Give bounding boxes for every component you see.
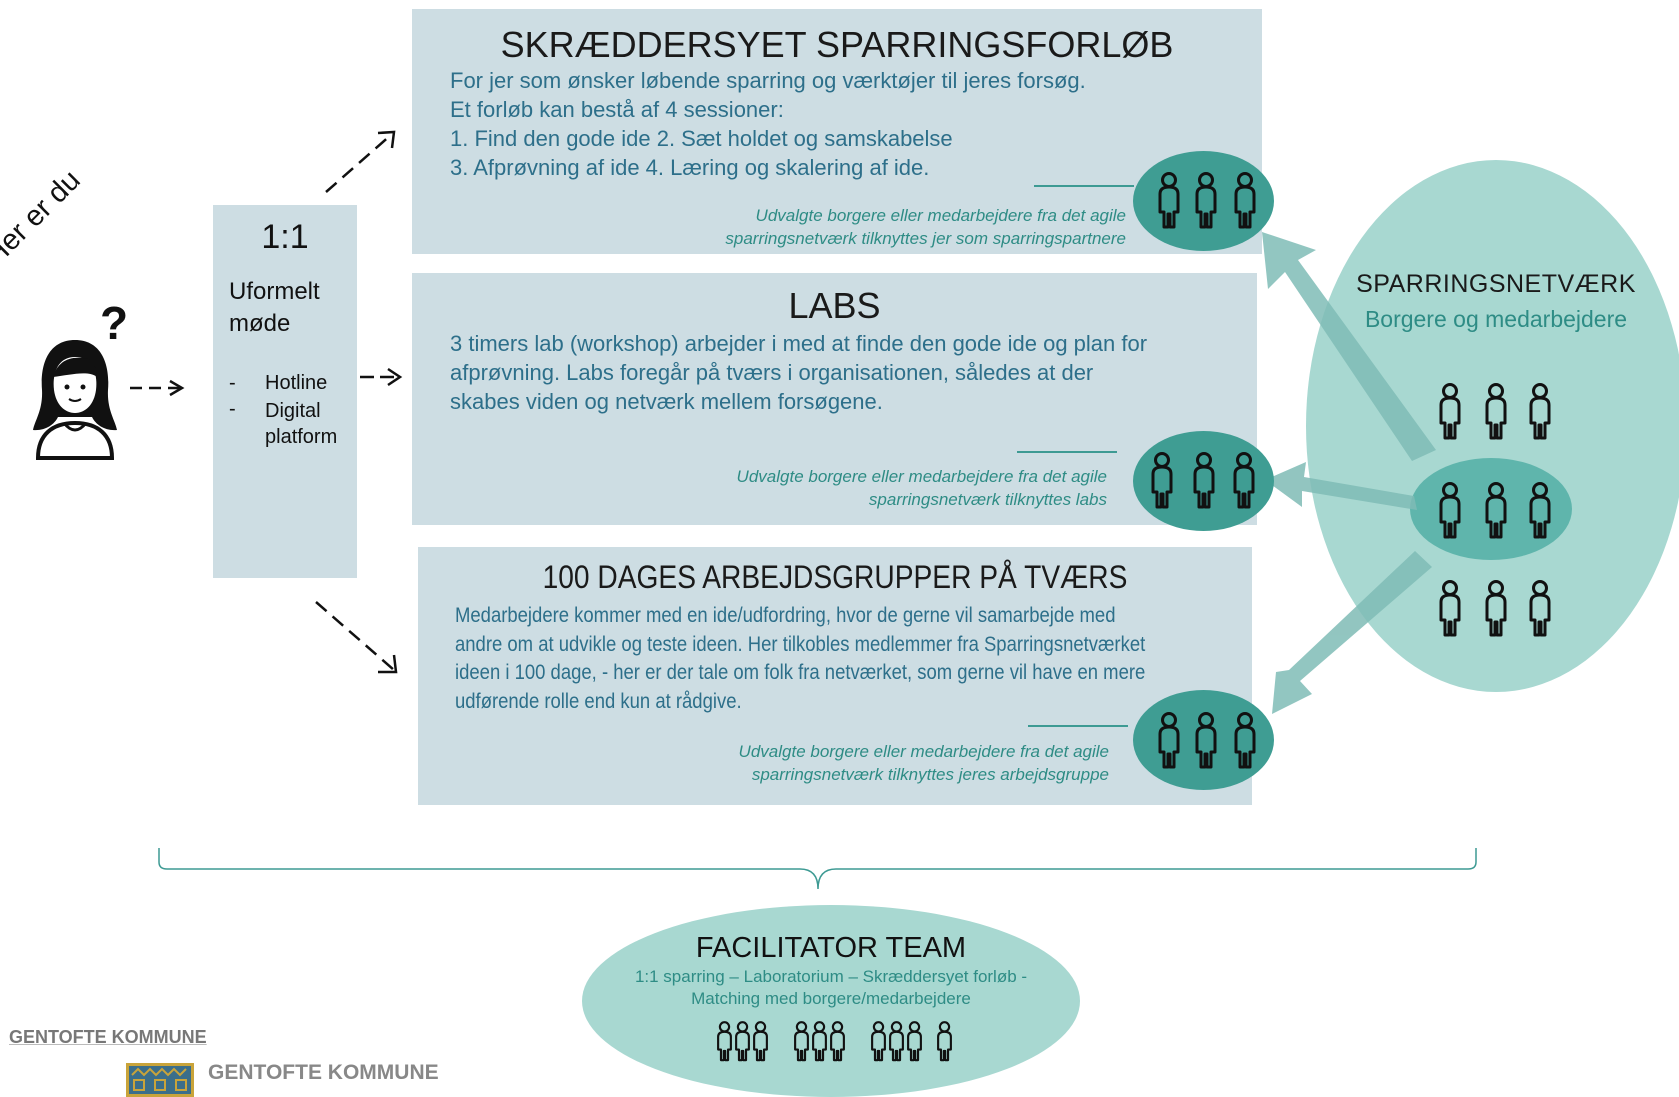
person-icon — [937, 1021, 952, 1062]
person-icon — [753, 1021, 768, 1062]
person-icon — [794, 1021, 809, 1062]
facilitator-title: FACILITATOR TEAM — [695, 932, 967, 964]
panel-sparring-line: 1. Find den gode ide 2. Sæt holdet og sa… — [450, 126, 953, 151]
person-icon — [1234, 172, 1256, 229]
person-icon — [33, 340, 117, 460]
panel-sparring-line: Et forløb kan bestå af 4 sessioner: — [450, 97, 784, 122]
person-icon — [1439, 383, 1461, 440]
logo-icon — [126, 1063, 194, 1097]
person-icon — [812, 1021, 827, 1062]
person-icon — [1158, 712, 1180, 769]
people-group-icon — [1133, 690, 1274, 790]
arrow-icon — [360, 367, 403, 387]
panel-sparring-line: For jer som ønsker løbende sparring og v… — [450, 68, 1086, 93]
brace-icon — [158, 848, 1477, 890]
person-icon — [1195, 172, 1217, 229]
network-subtitle: Borgere og medarbejdere — [1364, 306, 1628, 332]
panel-workgroups-body: Medarbejdere kommer med en ide/udfordrin… — [455, 602, 1145, 716]
person-icon — [1193, 452, 1215, 509]
panel-workgroups-title: 100 DAGES ARBEJDSGRUPPER PÅ TVÆRS — [542, 559, 1128, 595]
person-icon — [1485, 580, 1507, 637]
arrow-icon — [325, 130, 396, 193]
panel-sparring-note-line: Udvalgte borgere eller medarbejdere fra … — [755, 206, 1126, 225]
person-icon — [1439, 580, 1461, 637]
panel-labs-body: 3 timers lab (workshop) arbejder i med a… — [450, 329, 1147, 416]
panel-workgroups-line: andre om at udvikle og teste ideen. Her … — [455, 632, 1146, 656]
panel-labs-note: Udvalgte borgere eller medarbejdere fra … — [737, 465, 1107, 511]
panel-workgroups-note: Udvalgte borgere eller medarbejdere fra … — [739, 740, 1109, 786]
arrow-icon — [315, 601, 398, 674]
one-to-one-bullet-2: - — [229, 398, 236, 420]
person-icon — [1529, 383, 1551, 440]
panel-labs-line: skabes viden og netværk mellem forsøgene… — [450, 389, 883, 414]
question-mark: ? — [100, 297, 129, 349]
divider — [1028, 725, 1128, 727]
panel-sparring-title: SKRÆDDERSYET SPARRINGSFORLØB — [500, 24, 1174, 65]
panel-sparring-line: 3. Afprøvning af ide 4. Læring og skaler… — [450, 155, 930, 180]
panel-labs-line: 3 timers lab (workshop) arbejder i med a… — [450, 331, 1148, 356]
panel-workgroups-note-line: sparringsnetværk tilknyttes jeres arbejd… — [751, 765, 1109, 784]
one-to-one-title: 1:1 — [261, 218, 309, 256]
divider — [1017, 451, 1117, 453]
person-icon — [1158, 172, 1180, 229]
people-group-icon — [1133, 431, 1274, 531]
one-to-one-box — [213, 205, 357, 578]
person-icon — [1195, 712, 1217, 769]
facilitator-line-2: Matching med borgere/medarbejdere — [691, 989, 971, 1008]
one-to-one-item-hotline: Hotline — [265, 372, 328, 394]
panel-workgroups-line: Medarbejdere kommer med en ide/udfordrin… — [455, 604, 1116, 627]
network-core-ellipse — [1410, 458, 1572, 560]
panel-labs-note-line: sparringsnetværk tilknyttes labs — [868, 490, 1107, 509]
panel-sparring: SKRÆDDERSYET SPARRINGSFORLØB For jer som… — [412, 9, 1262, 254]
panel-workgroups-line: ideen i 100 dage, - her er der tale om f… — [455, 661, 1146, 684]
person-icon — [1151, 452, 1173, 509]
person-icon — [1439, 482, 1461, 539]
arrow-icon — [130, 379, 185, 397]
person-icon — [1234, 712, 1256, 769]
panel-labs: LABS 3 timers lab (workshop) arbejder i … — [412, 273, 1257, 525]
person-icon — [830, 1021, 845, 1062]
panel-sparring-note: Udvalgte borgere eller medarbejdere fra … — [725, 204, 1126, 250]
facilitator-line-1: 1:1 sparring – Laboratorium – Skræddersy… — [634, 967, 1028, 986]
network-title: SPARRINGSNETVÆRK — [1356, 270, 1636, 298]
logo-text-top: GENTOFTE KOMMUNE — [9, 1027, 207, 1047]
panel-labs-line: afprøvning. Labs foregår på tværs i orga… — [450, 360, 1094, 385]
panel-workgroups-line: udførende rolle end kun at rådgive. — [455, 689, 742, 713]
one-to-one-bullet-1: - — [229, 372, 236, 394]
one-to-one-item-digital-text: Digital platform — [265, 400, 338, 448]
one-to-one-item-digital: Digital platform — [265, 398, 355, 450]
person-icon — [1485, 383, 1507, 440]
people-group-icon — [1133, 151, 1274, 251]
logo-text-bottom: GENTOFTE KOMMUNE — [208, 1061, 439, 1084]
panel-workgroups: 100 DAGES ARBEJDSGRUPPER PÅ TVÆRS Medarb… — [418, 547, 1252, 805]
one-to-one-subtitle-1: Uformelt — [229, 278, 320, 305]
divider — [1034, 185, 1134, 187]
panel-labs-note-line: Udvalgte borgere eller medarbejdere fra … — [736, 467, 1107, 486]
person-icon — [1233, 452, 1255, 509]
person-icon — [717, 1021, 732, 1062]
person-icon — [907, 1021, 922, 1062]
person-icon — [1529, 482, 1551, 539]
person-icon — [871, 1021, 886, 1062]
one-to-one-subtitle-2: møde — [229, 310, 291, 337]
person-icon — [735, 1021, 750, 1062]
person-icon — [889, 1021, 904, 1062]
facilitator-ellipse — [582, 905, 1080, 1097]
person-icon — [1485, 482, 1507, 539]
panel-workgroups-note-line: Udvalgte borgere eller medarbejdere fra … — [738, 742, 1109, 761]
panel-sparring-body: For jer som ønsker løbende sparring og v… — [450, 66, 1086, 182]
panel-sparring-note-line: sparringsnetværk tilknyttes jer som spar… — [725, 229, 1126, 248]
person-icon — [1529, 580, 1551, 637]
panel-labs-title: LABS — [788, 285, 881, 326]
